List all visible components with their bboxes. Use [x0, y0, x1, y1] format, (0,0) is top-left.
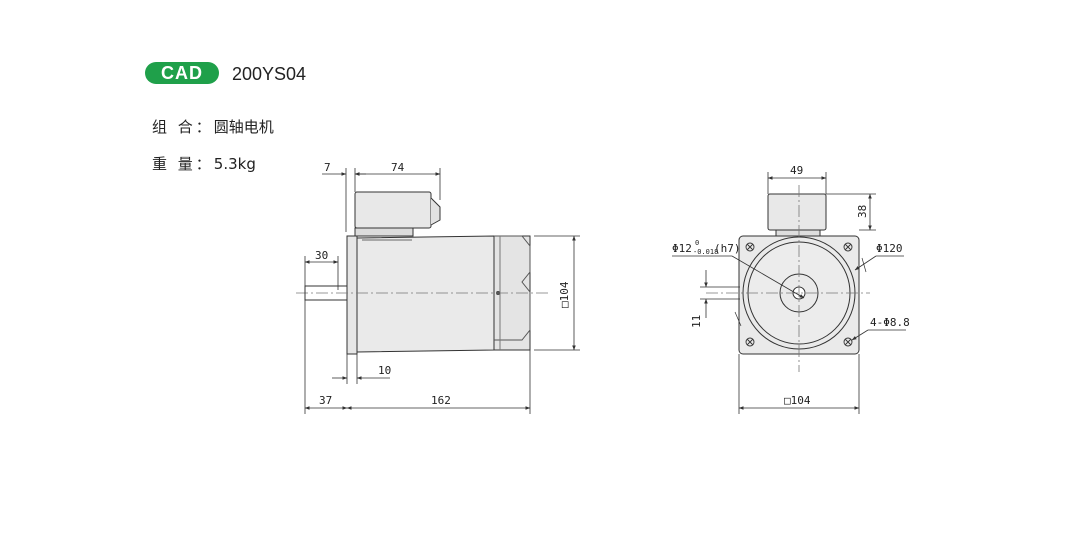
front-view [672, 172, 906, 414]
label-shaft-length: 30 [315, 249, 328, 262]
dim-front-width [738, 354, 860, 414]
label-front-width: □104 [784, 394, 811, 407]
dim-front-box-height [826, 193, 876, 231]
spec-combination-value: 圆轴电机 [213, 118, 274, 136]
spec-weight-label: 重 量： [152, 155, 214, 173]
label-front-box-width: 49 [790, 164, 803, 177]
label-terminal-width: 74 [391, 161, 405, 174]
leader-pilot-diameter [854, 255, 904, 271]
spec-combination: 组 合：圆轴电机 [152, 118, 274, 136]
label-side-height: □104 [558, 281, 571, 308]
dim-flange-thickness [332, 354, 390, 384]
label-terminal-offset: 7 [324, 161, 331, 174]
label-flange-thickness: 10 [378, 364, 391, 377]
spec-combination-label: 组 合： [152, 118, 214, 136]
spec-weight: 重 量：5.3kg [152, 155, 256, 173]
label-pilot-diameter: Φ120 [876, 242, 903, 255]
cad-badge: CAD [145, 62, 219, 84]
mount-holes [745, 242, 853, 347]
label-front-box-height: 38 [856, 205, 869, 218]
side-view [296, 168, 580, 414]
side-terminal-box [354, 191, 432, 229]
side-flange [346, 235, 358, 355]
dim-overall [304, 300, 531, 414]
dim-shaft-length [304, 256, 339, 300]
label-shaft-diameter: Φ12 [672, 242, 692, 255]
label-key-height: 11 [690, 315, 703, 328]
label-shaft-fit: (h7) [714, 242, 741, 255]
label-shaft-tol-upper: 0 [695, 239, 699, 247]
model-number: 200YS04 [232, 64, 307, 84]
side-body [356, 235, 495, 353]
spec-weight-value: 5.3kg [213, 155, 256, 173]
label-body-length: 162 [431, 394, 451, 407]
label-shaft-to-flange: 37 [319, 394, 332, 407]
label-shaft-tol-lower: -0.018 [693, 248, 718, 256]
front-terminal-box [767, 193, 827, 231]
label-mount-holes: 4-Φ8.8 [870, 316, 910, 329]
leader-shaft-diameter [672, 255, 805, 299]
dim-side-height [534, 235, 580, 351]
dim-key-height [700, 270, 740, 318]
dim-front-box-width [767, 172, 827, 194]
label-shaft-diameter-group: Φ12 0 -0.018 (h7) [672, 239, 741, 256]
leader-mount-holes [851, 329, 906, 341]
dim-terminal-width [354, 168, 441, 200]
